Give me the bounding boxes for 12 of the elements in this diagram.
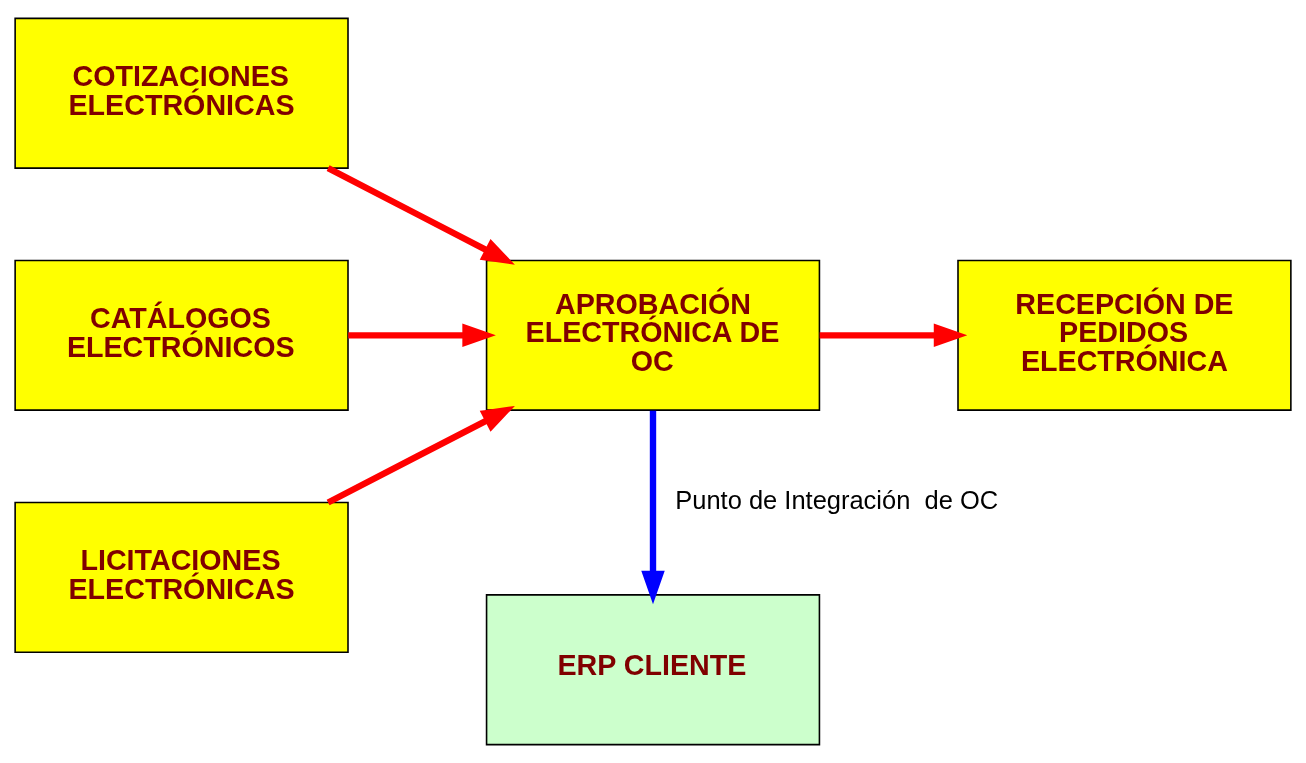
node-box: COTIZACIONES ELECTRÓNICAS	[14, 17, 349, 169]
arrow	[326, 405, 515, 506]
node-box: RECEPCIÓN DE PEDIDOS ELECTRÓNICA	[957, 259, 1292, 411]
node-box: APROBACIÓN ELECTRÓNICA DE OC	[485, 259, 821, 411]
node-box: CATÁLOGOS ELECTRÓNICOS	[14, 259, 349, 411]
arrow	[348, 323, 496, 348]
arrow	[326, 165, 515, 265]
node-box: LICITACIONES ELECTRÓNICAS	[14, 501, 349, 654]
arrow	[819, 323, 968, 348]
edge-label: Punto de Integración de OC	[675, 485, 999, 514]
arrow	[641, 410, 665, 605]
node-box: ERP CLIENTE	[485, 594, 821, 746]
